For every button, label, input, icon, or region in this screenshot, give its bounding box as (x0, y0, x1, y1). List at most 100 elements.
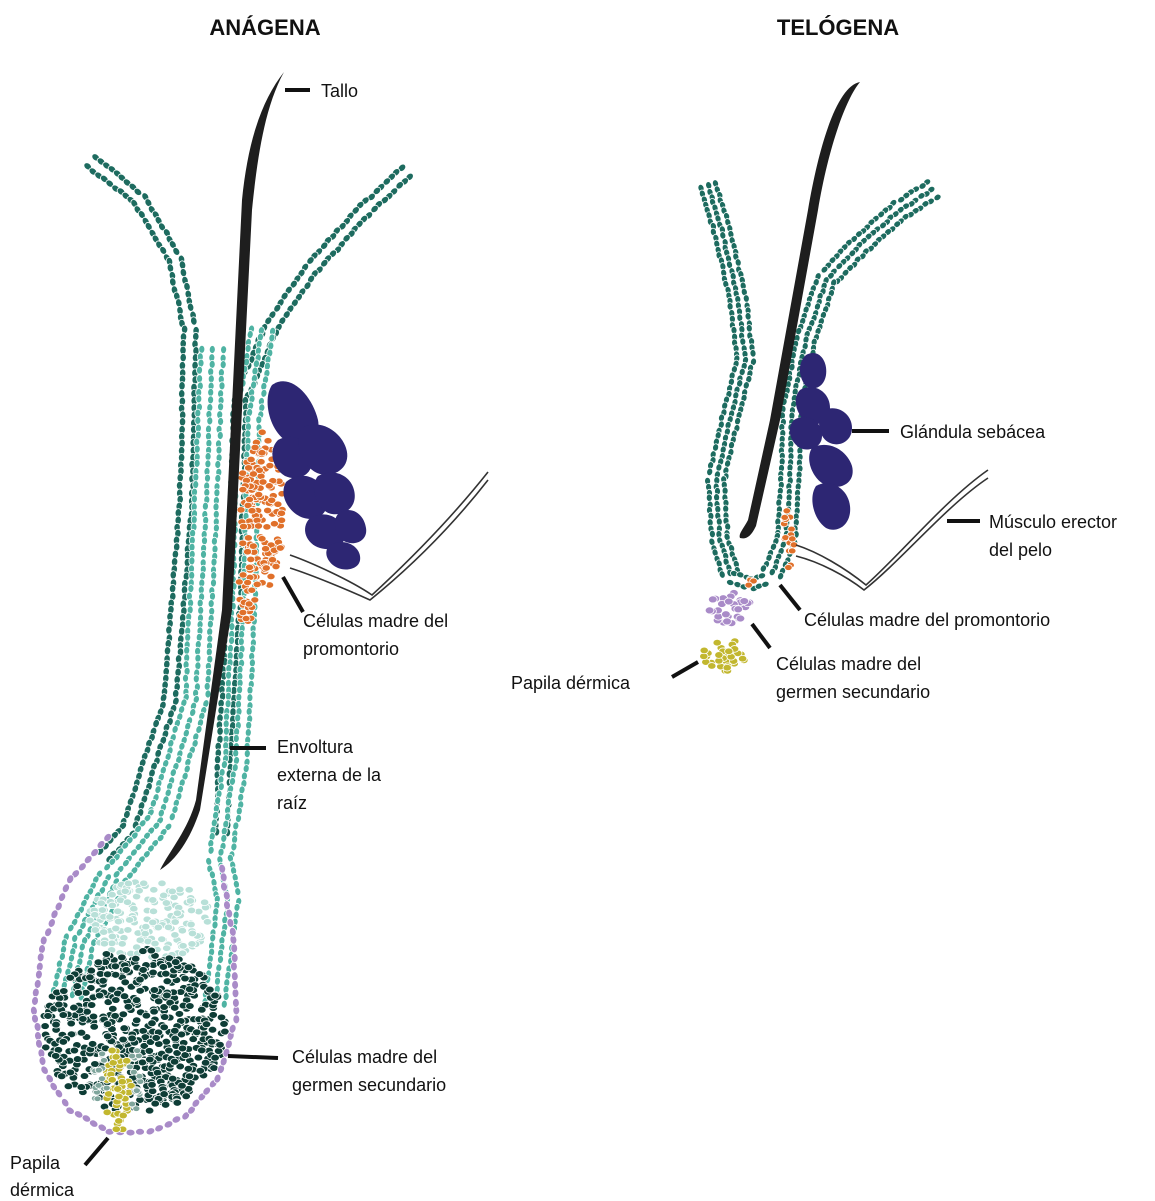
cell (251, 444, 259, 451)
cell (201, 537, 207, 545)
cell (135, 887, 143, 894)
cell (125, 917, 133, 924)
cell (188, 584, 194, 592)
cell (223, 891, 231, 901)
cell (745, 312, 752, 320)
cell (160, 1014, 169, 1021)
cell (205, 857, 212, 866)
cell (132, 997, 141, 1004)
cell (738, 655, 746, 662)
anagen-follicle: Tallo Células madre del promontorio Envo… (10, 72, 488, 1200)
cell (100, 940, 108, 947)
cell (126, 1129, 135, 1136)
cell (88, 1040, 97, 1047)
cell (55, 1001, 64, 1008)
cell (31, 996, 39, 1006)
cell (247, 694, 253, 702)
cell (94, 1096, 101, 1102)
cell (185, 1073, 194, 1080)
cell (788, 548, 796, 554)
anagen-bulge-label-1: Células madre del (303, 611, 448, 631)
cell (97, 900, 105, 907)
cell (239, 486, 247, 493)
cell (131, 955, 140, 962)
cell (232, 998, 239, 1007)
cell (723, 618, 732, 625)
cell (121, 979, 130, 986)
cell (177, 474, 184, 483)
cell (178, 1045, 187, 1052)
cell (239, 572, 247, 578)
cell (133, 1088, 140, 1094)
cell (708, 663, 716, 670)
cell (223, 727, 229, 735)
cell (114, 1086, 122, 1093)
sebaceous-label: Glándula sebácea (900, 422, 1046, 442)
cell (245, 415, 251, 423)
anagen-title: ANÁGENA (209, 15, 320, 40)
cell (244, 548, 252, 555)
cell (196, 1067, 205, 1074)
cell (211, 921, 218, 930)
cell (209, 870, 216, 879)
cell (184, 964, 193, 971)
cell (739, 337, 746, 345)
cell (217, 1014, 226, 1021)
cell (211, 558, 217, 566)
cell (91, 911, 99, 918)
cell (264, 507, 272, 514)
cell (108, 933, 116, 940)
cell (740, 598, 749, 605)
telogen-dp-leader (672, 662, 698, 677)
cell (176, 481, 183, 490)
telogen-bulge-label: Células madre del promontorio (804, 610, 1050, 630)
cell (108, 891, 116, 898)
cell (148, 1020, 157, 1027)
cell (164, 646, 171, 655)
cell (171, 1027, 180, 1034)
cell (152, 1034, 161, 1041)
cell (215, 474, 221, 482)
cell (705, 607, 714, 614)
cell (216, 1041, 225, 1048)
cell (185, 986, 194, 993)
cell (57, 892, 67, 903)
cell (233, 749, 239, 757)
cell (100, 929, 108, 936)
cell (746, 324, 753, 332)
cell (87, 967, 96, 974)
cell (233, 903, 240, 912)
cell (215, 460, 221, 468)
cell (193, 675, 199, 683)
cell (178, 1082, 187, 1089)
telogen-hg-label-2: germen secundario (776, 682, 930, 702)
cell (179, 942, 187, 949)
cell (231, 972, 238, 981)
cell (41, 1023, 50, 1030)
cell (211, 1054, 220, 1061)
cell (103, 971, 112, 978)
cell (119, 1112, 127, 1119)
cell (207, 1038, 216, 1045)
cell (195, 416, 201, 424)
cell (262, 545, 270, 552)
cell (99, 1051, 106, 1057)
cell (206, 986, 215, 993)
cell (35, 1039, 43, 1049)
cell (217, 955, 224, 964)
cell (194, 459, 200, 467)
cell (173, 910, 181, 917)
cell (130, 1069, 137, 1075)
shaft-label: Tallo (321, 81, 358, 101)
cell (91, 1061, 100, 1068)
cell (40, 936, 48, 946)
cell (214, 1048, 223, 1055)
cell (216, 446, 222, 454)
cell (168, 1075, 177, 1082)
cell (248, 587, 256, 593)
cell (256, 416, 262, 424)
cell (193, 1029, 202, 1036)
cell (205, 452, 211, 460)
cell (250, 631, 256, 639)
cell (162, 900, 170, 907)
